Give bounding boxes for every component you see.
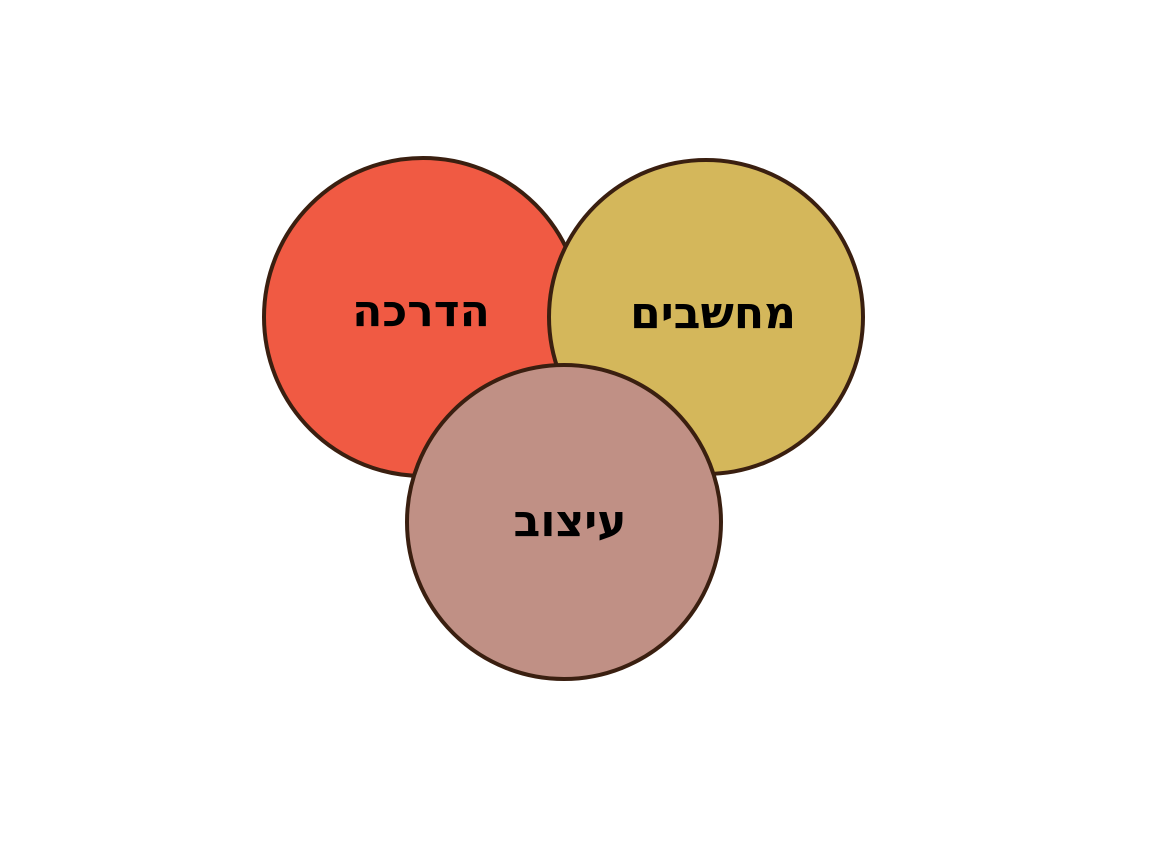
circle-design-label: עיצוב — [514, 496, 627, 547]
circle-design: עיצוב — [405, 363, 723, 681]
circle-guidance-label: הדרכה — [352, 286, 490, 337]
circle-design-shape — [405, 363, 723, 681]
circle-computers-label: מחשבים — [630, 288, 796, 339]
